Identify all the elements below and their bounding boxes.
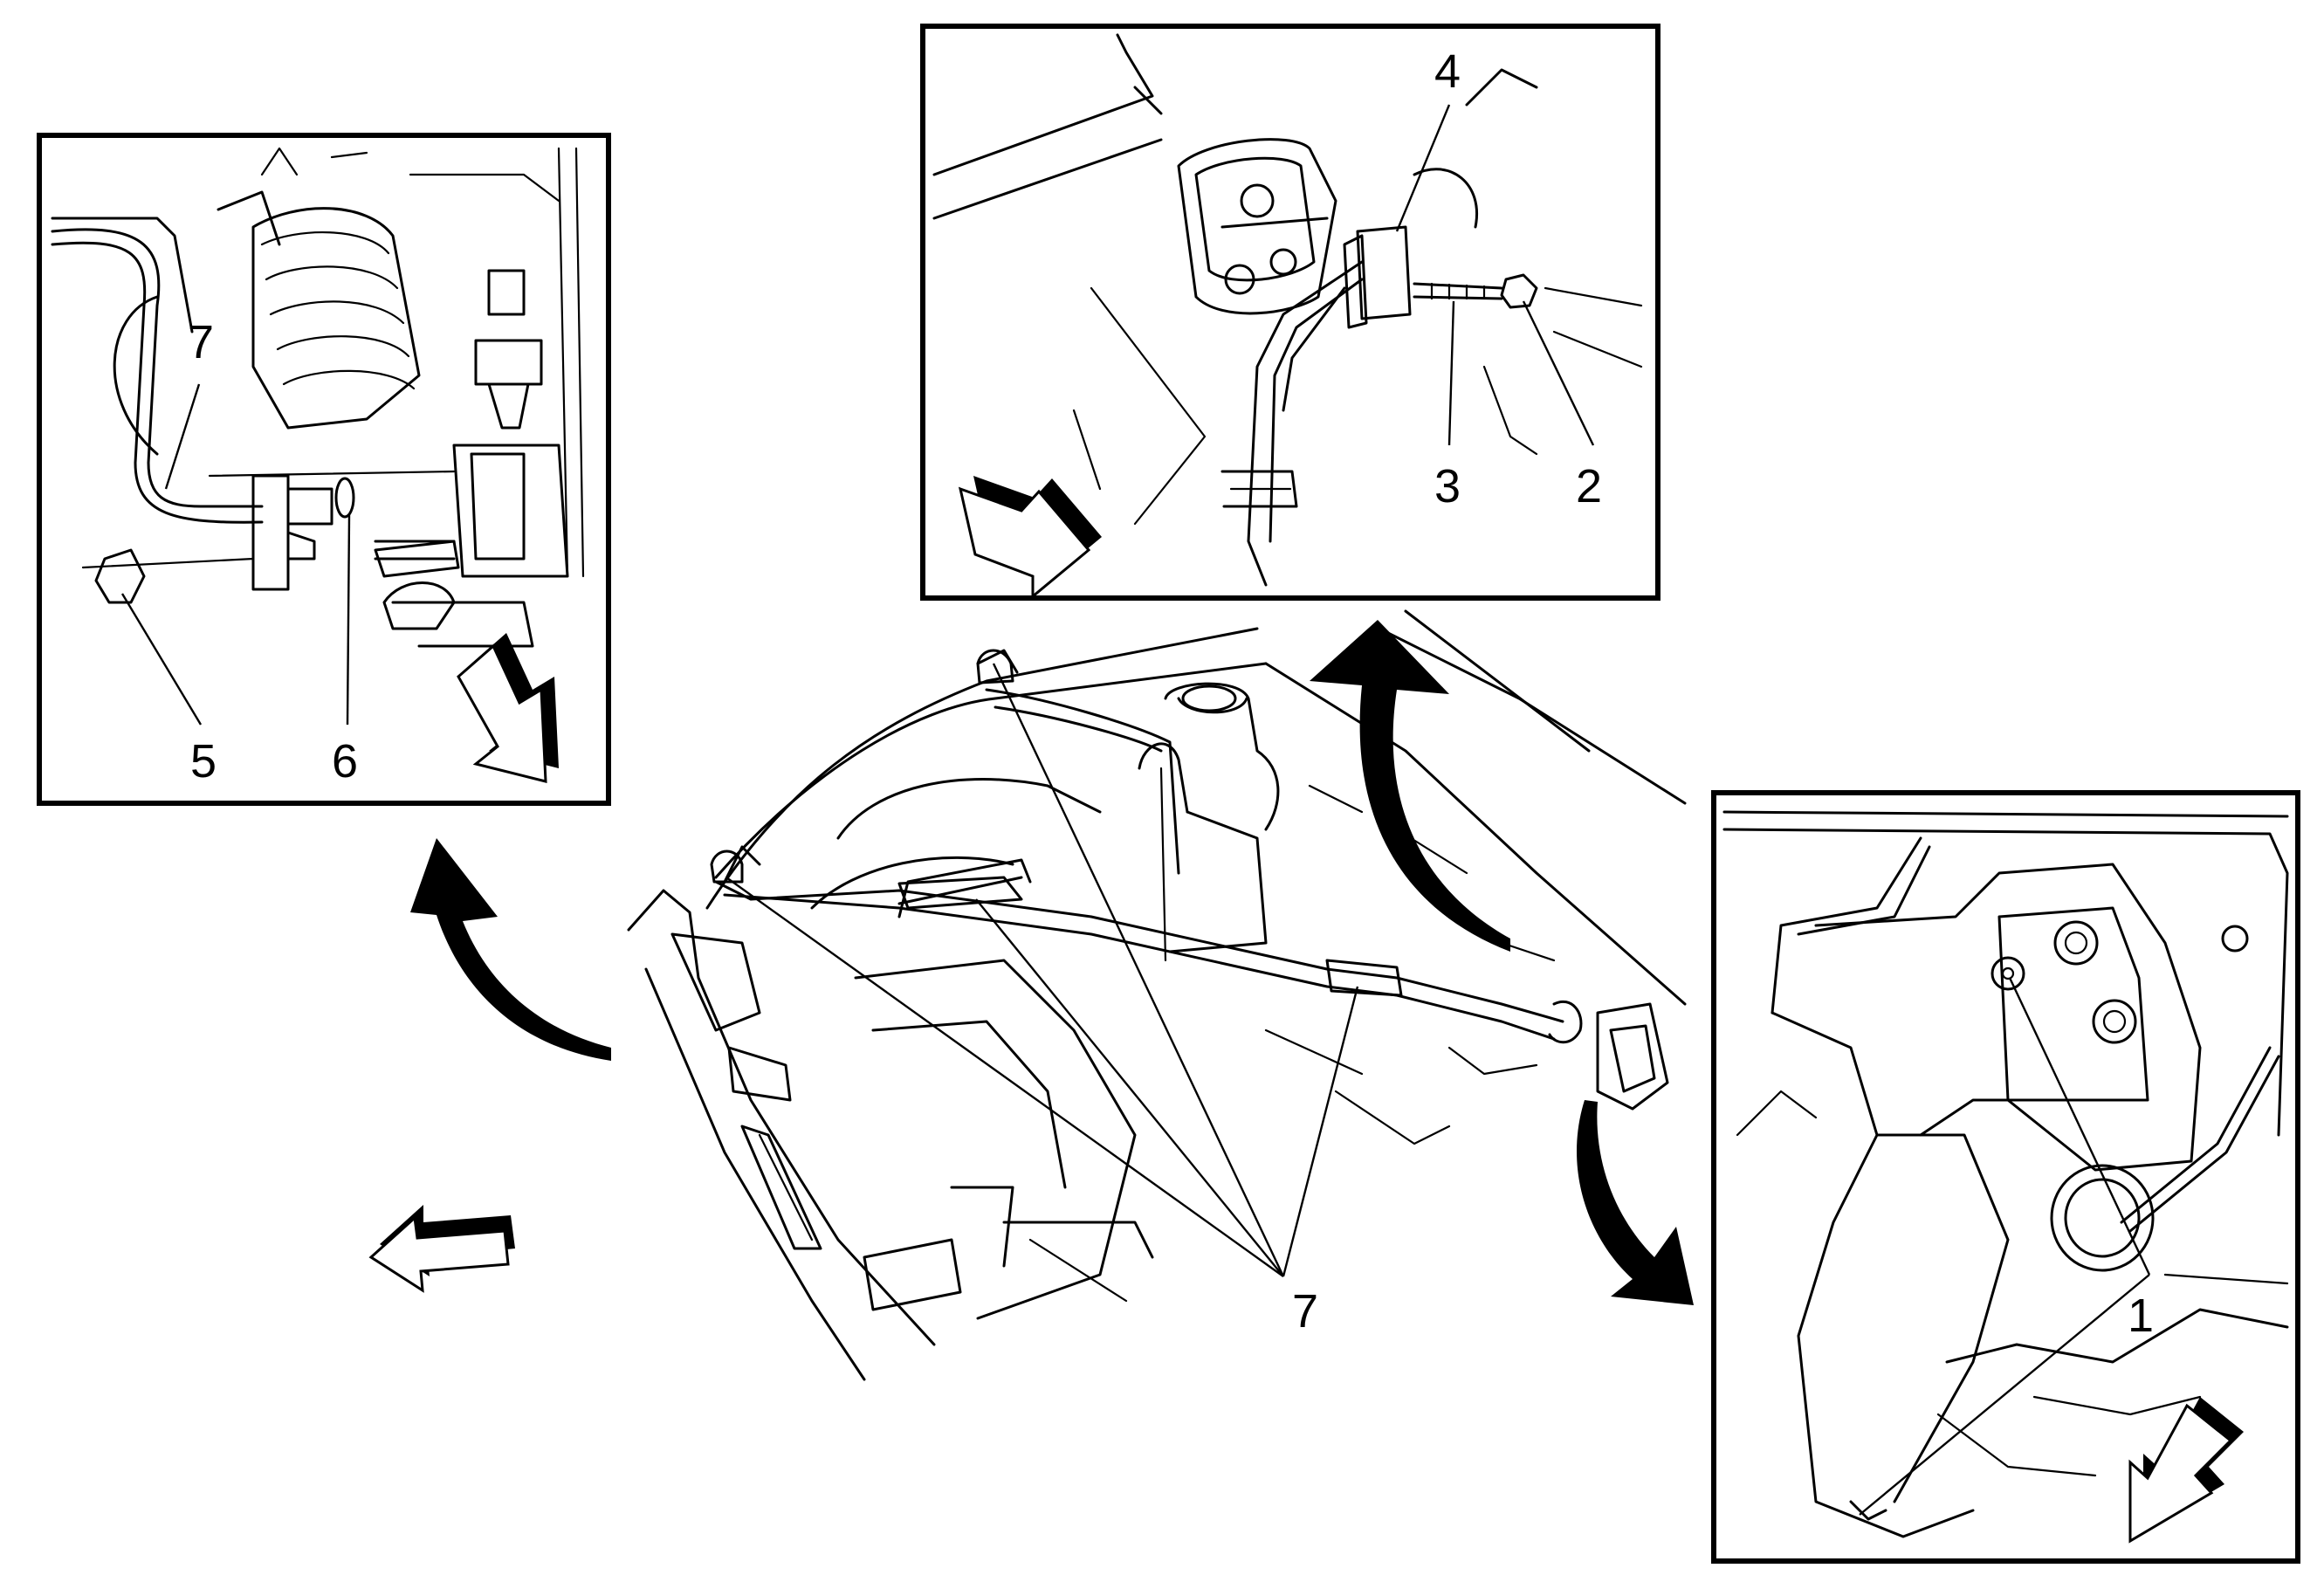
curved-arrow-to-top-center-detail-icon — [1310, 620, 1510, 952]
direction-arrow-left-icon — [368, 1205, 515, 1293]
detail-view-top-left — [37, 133, 611, 806]
curved-arrow-to-top-left-detail-icon — [410, 838, 611, 1061]
callout-1: 1 — [2128, 1290, 2154, 1342]
curved-arrow-to-right-detail-icon — [1577, 1100, 1694, 1305]
callout-7-main: 7 — [1292, 1285, 1318, 1338]
direction-arrow-down-left-icon — [2128, 1397, 2244, 1544]
callout-6: 6 — [332, 735, 358, 788]
callout-5: 5 — [190, 735, 217, 788]
callout-4: 4 — [1434, 45, 1461, 98]
direction-arrow-down-right-icon — [457, 633, 559, 783]
direction-arrow-right-icon — [958, 476, 1102, 600]
main-callout-7-leaders — [725, 663, 1359, 1277]
callout-3: 3 — [1434, 460, 1461, 512]
main-engine-bay-view — [627, 609, 1687, 1381]
callout-7-detail: 7 — [188, 316, 214, 368]
detail-view-right — [1711, 790, 2300, 1564]
callout-2: 2 — [1576, 460, 1602, 512]
